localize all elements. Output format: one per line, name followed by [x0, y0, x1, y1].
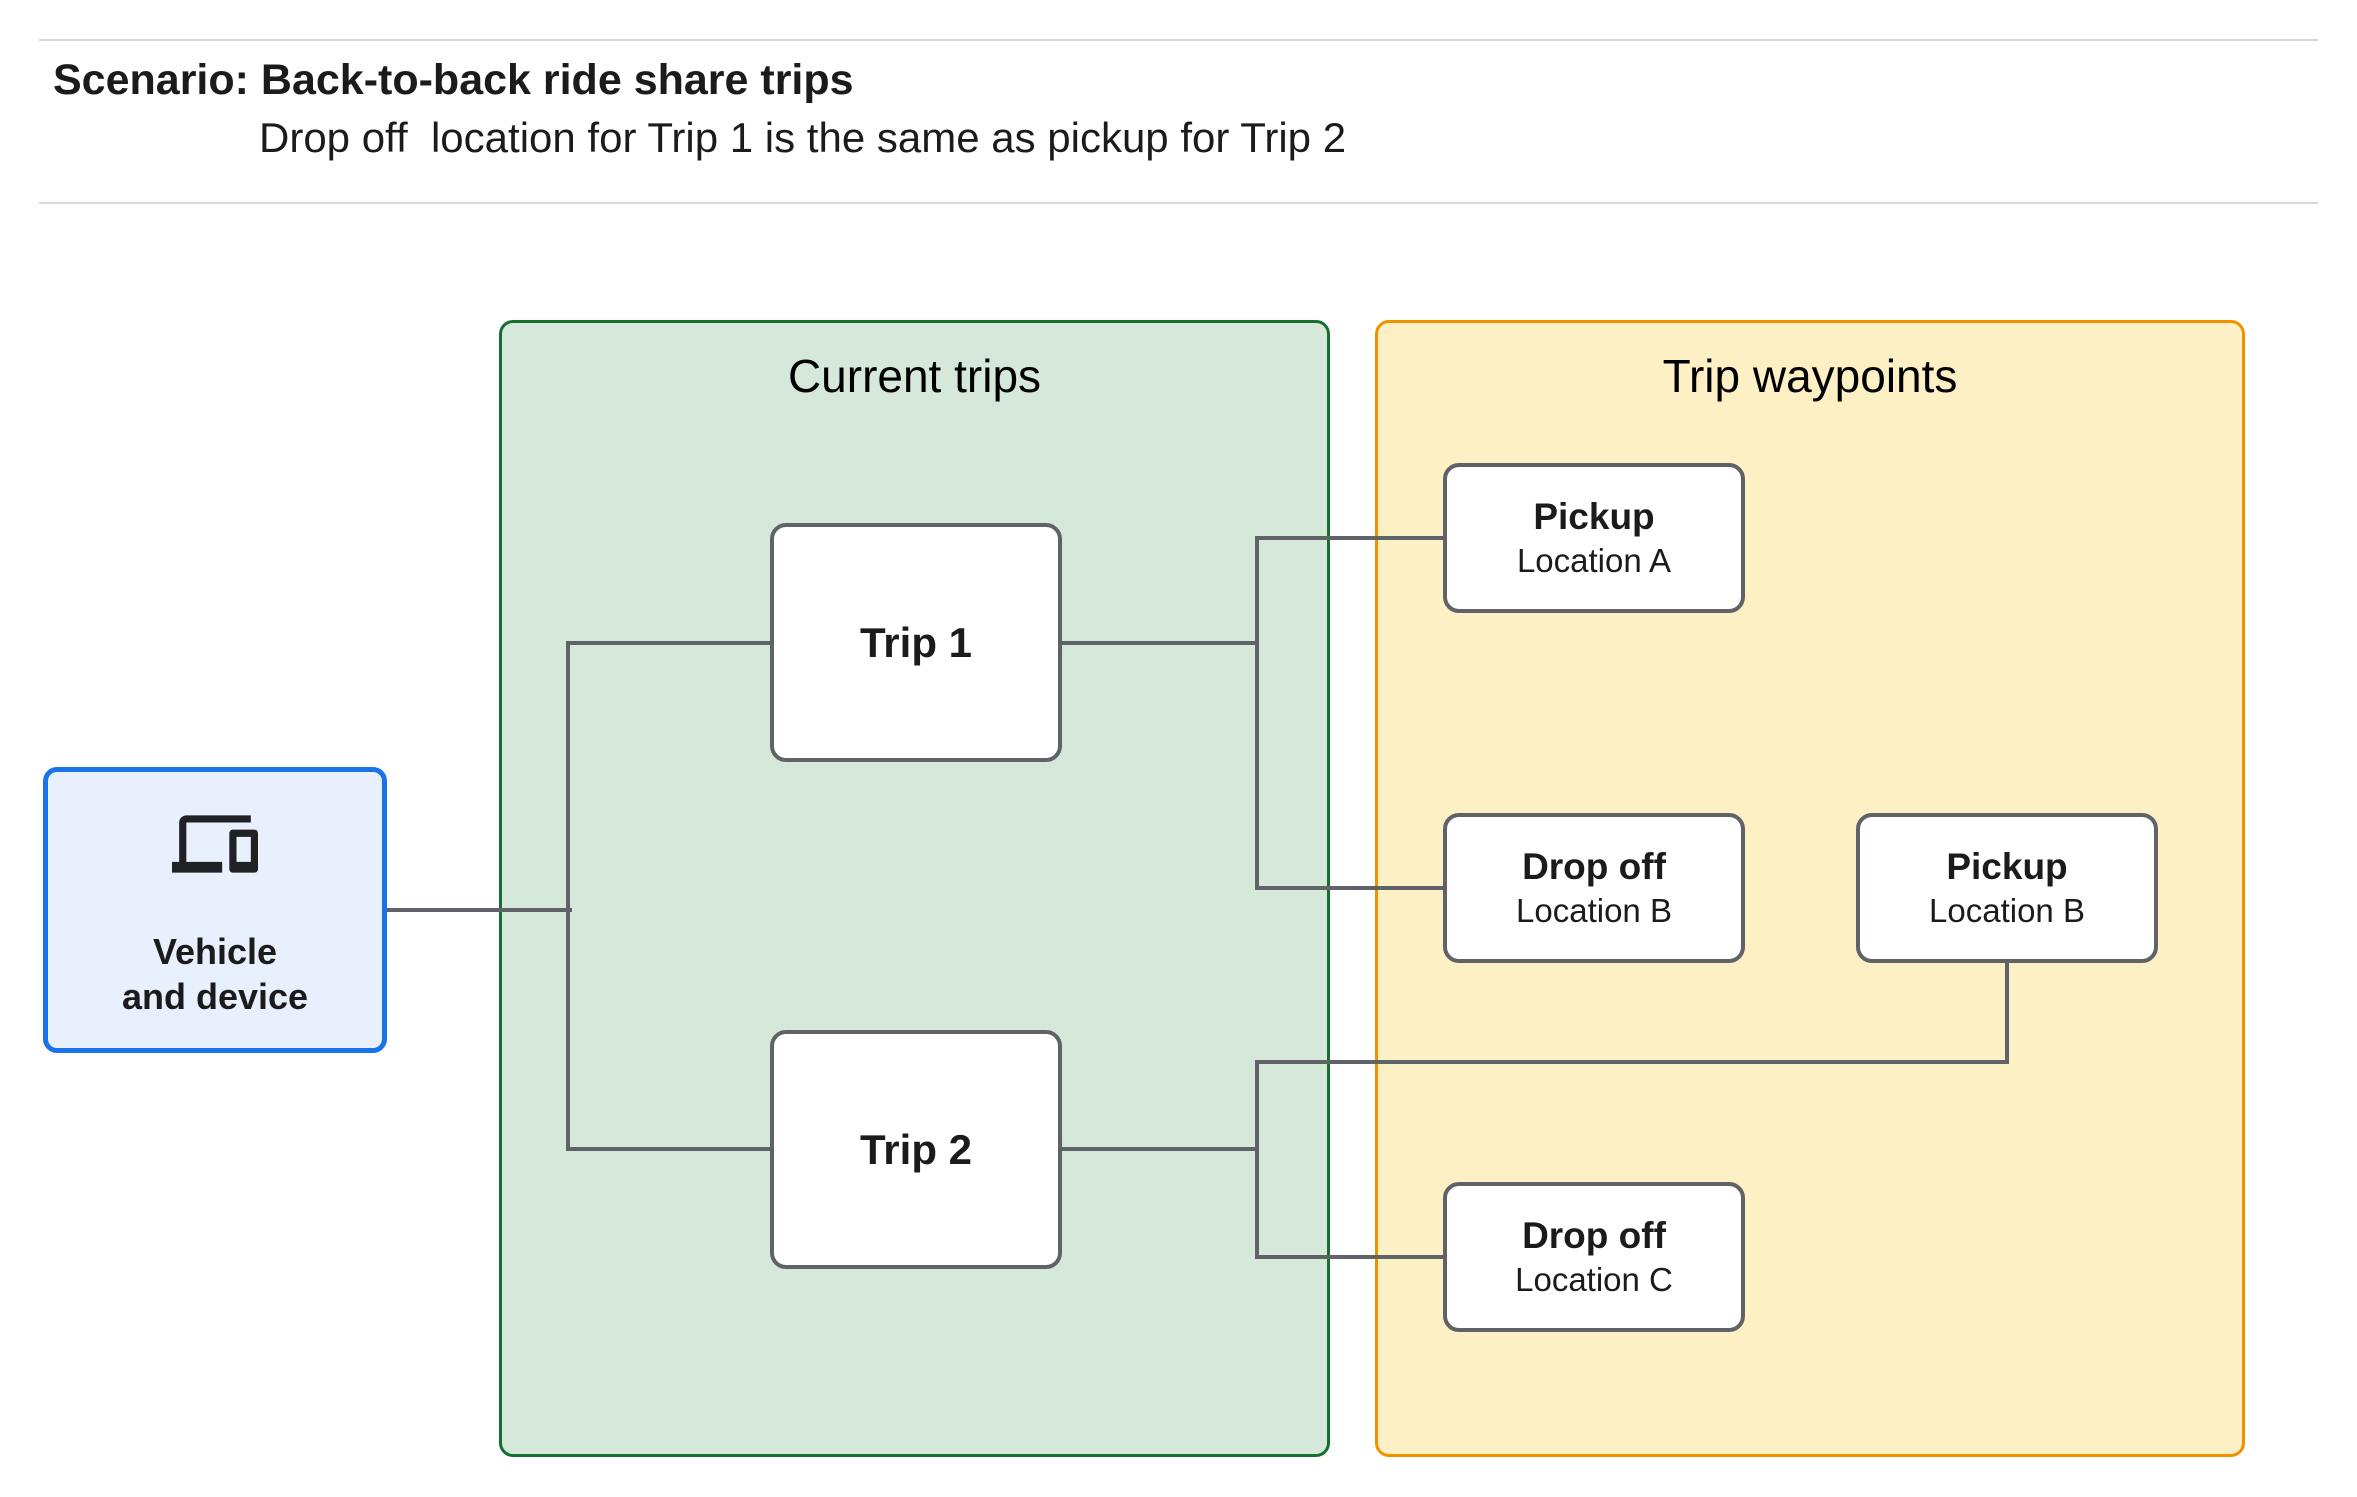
trip-1-node: Trip 1 [770, 523, 1062, 762]
vehicle-label-line2: and device [121, 976, 309, 1017]
waypoint-dropoff-c-title: Drop off [1522, 1215, 1666, 1256]
vehicle-and-device-node: Vehicle and device [43, 767, 387, 1053]
page-title: Scenario: Back-to-back ride share trips [53, 56, 854, 104]
trip-2-label: Trip 2 [859, 1125, 973, 1173]
vehicle-label-line1: Vehicle [152, 931, 278, 972]
current-trips-title: Current trips [787, 350, 1042, 402]
waypoint-dropoff-b-title: Drop off [1522, 846, 1666, 887]
waypoint-pickup-a-title: Pickup [1533, 496, 1655, 537]
vehicle-node-label: Vehicle and device [122, 929, 308, 1019]
divider-top [39, 39, 2318, 41]
waypoint-pickup-location-b-node: Pickup Location B [1856, 813, 2158, 963]
waypoint-dropoff-b-subtitle: Location B [1516, 891, 1672, 929]
waypoint-dropoff-location-c-node: Drop off Location C [1443, 1182, 1745, 1332]
waypoint-pickup-location-a-node: Pickup Location A [1443, 463, 1745, 613]
waypoint-dropoff-location-b-node: Drop off Location B [1443, 813, 1745, 963]
devices-icon [172, 815, 258, 873]
page-subtitle: Drop off location for Trip 1 is the same… [259, 114, 1347, 161]
trip-2-node: Trip 2 [770, 1030, 1062, 1269]
waypoint-pickup-a-subtitle: Location A [1516, 541, 1672, 579]
current-trips-container: Current trips [499, 320, 1330, 1457]
waypoint-pickup-b-subtitle: Location B [1929, 891, 2085, 929]
trip-1-label: Trip 1 [859, 618, 973, 666]
trip-waypoints-title: Trip waypoints [1662, 350, 1958, 402]
waypoint-pickup-b-title: Pickup [1946, 846, 2068, 887]
divider-bottom [39, 202, 2318, 204]
waypoint-dropoff-c-subtitle: Location C [1515, 1260, 1673, 1298]
